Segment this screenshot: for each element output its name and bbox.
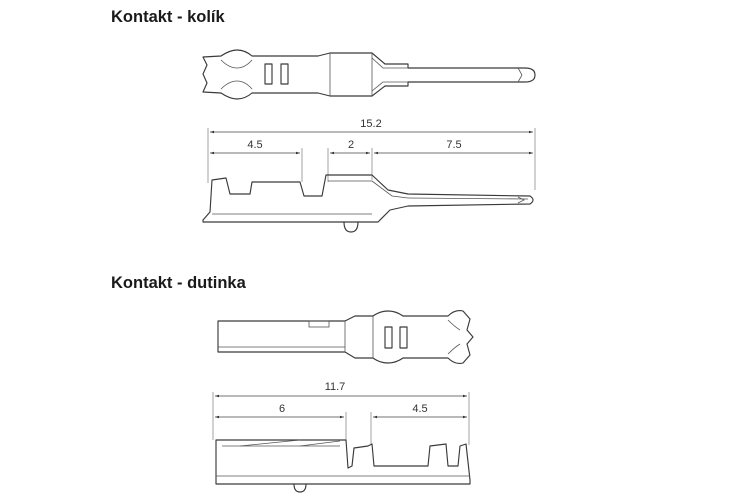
pin-mid-length: 2 (348, 139, 354, 151)
socket-top-view (217, 309, 474, 365)
pin-crimp-length: 4.5 (247, 139, 262, 151)
pin-side-view (202, 174, 534, 233)
pin-top-view (202, 49, 536, 100)
pin-total-length: 15.2 (360, 118, 381, 130)
socket-body-length: 6 (279, 403, 285, 415)
pin-contact-heading: Kontakt - kolík (111, 8, 225, 26)
socket-dimensions: 11.7 6 4.5 (212, 381, 470, 445)
socket-side-view (215, 439, 471, 493)
socket-total-length: 11.7 (325, 381, 346, 393)
pin-tip-length: 7.5 (446, 139, 461, 151)
pin-dimensions: 15.2 4.5 2 7.5 (207, 118, 536, 190)
socket-crimp-length: 4.5 (412, 403, 427, 415)
socket-contact-heading: Kontakt - dutinka (111, 274, 246, 292)
